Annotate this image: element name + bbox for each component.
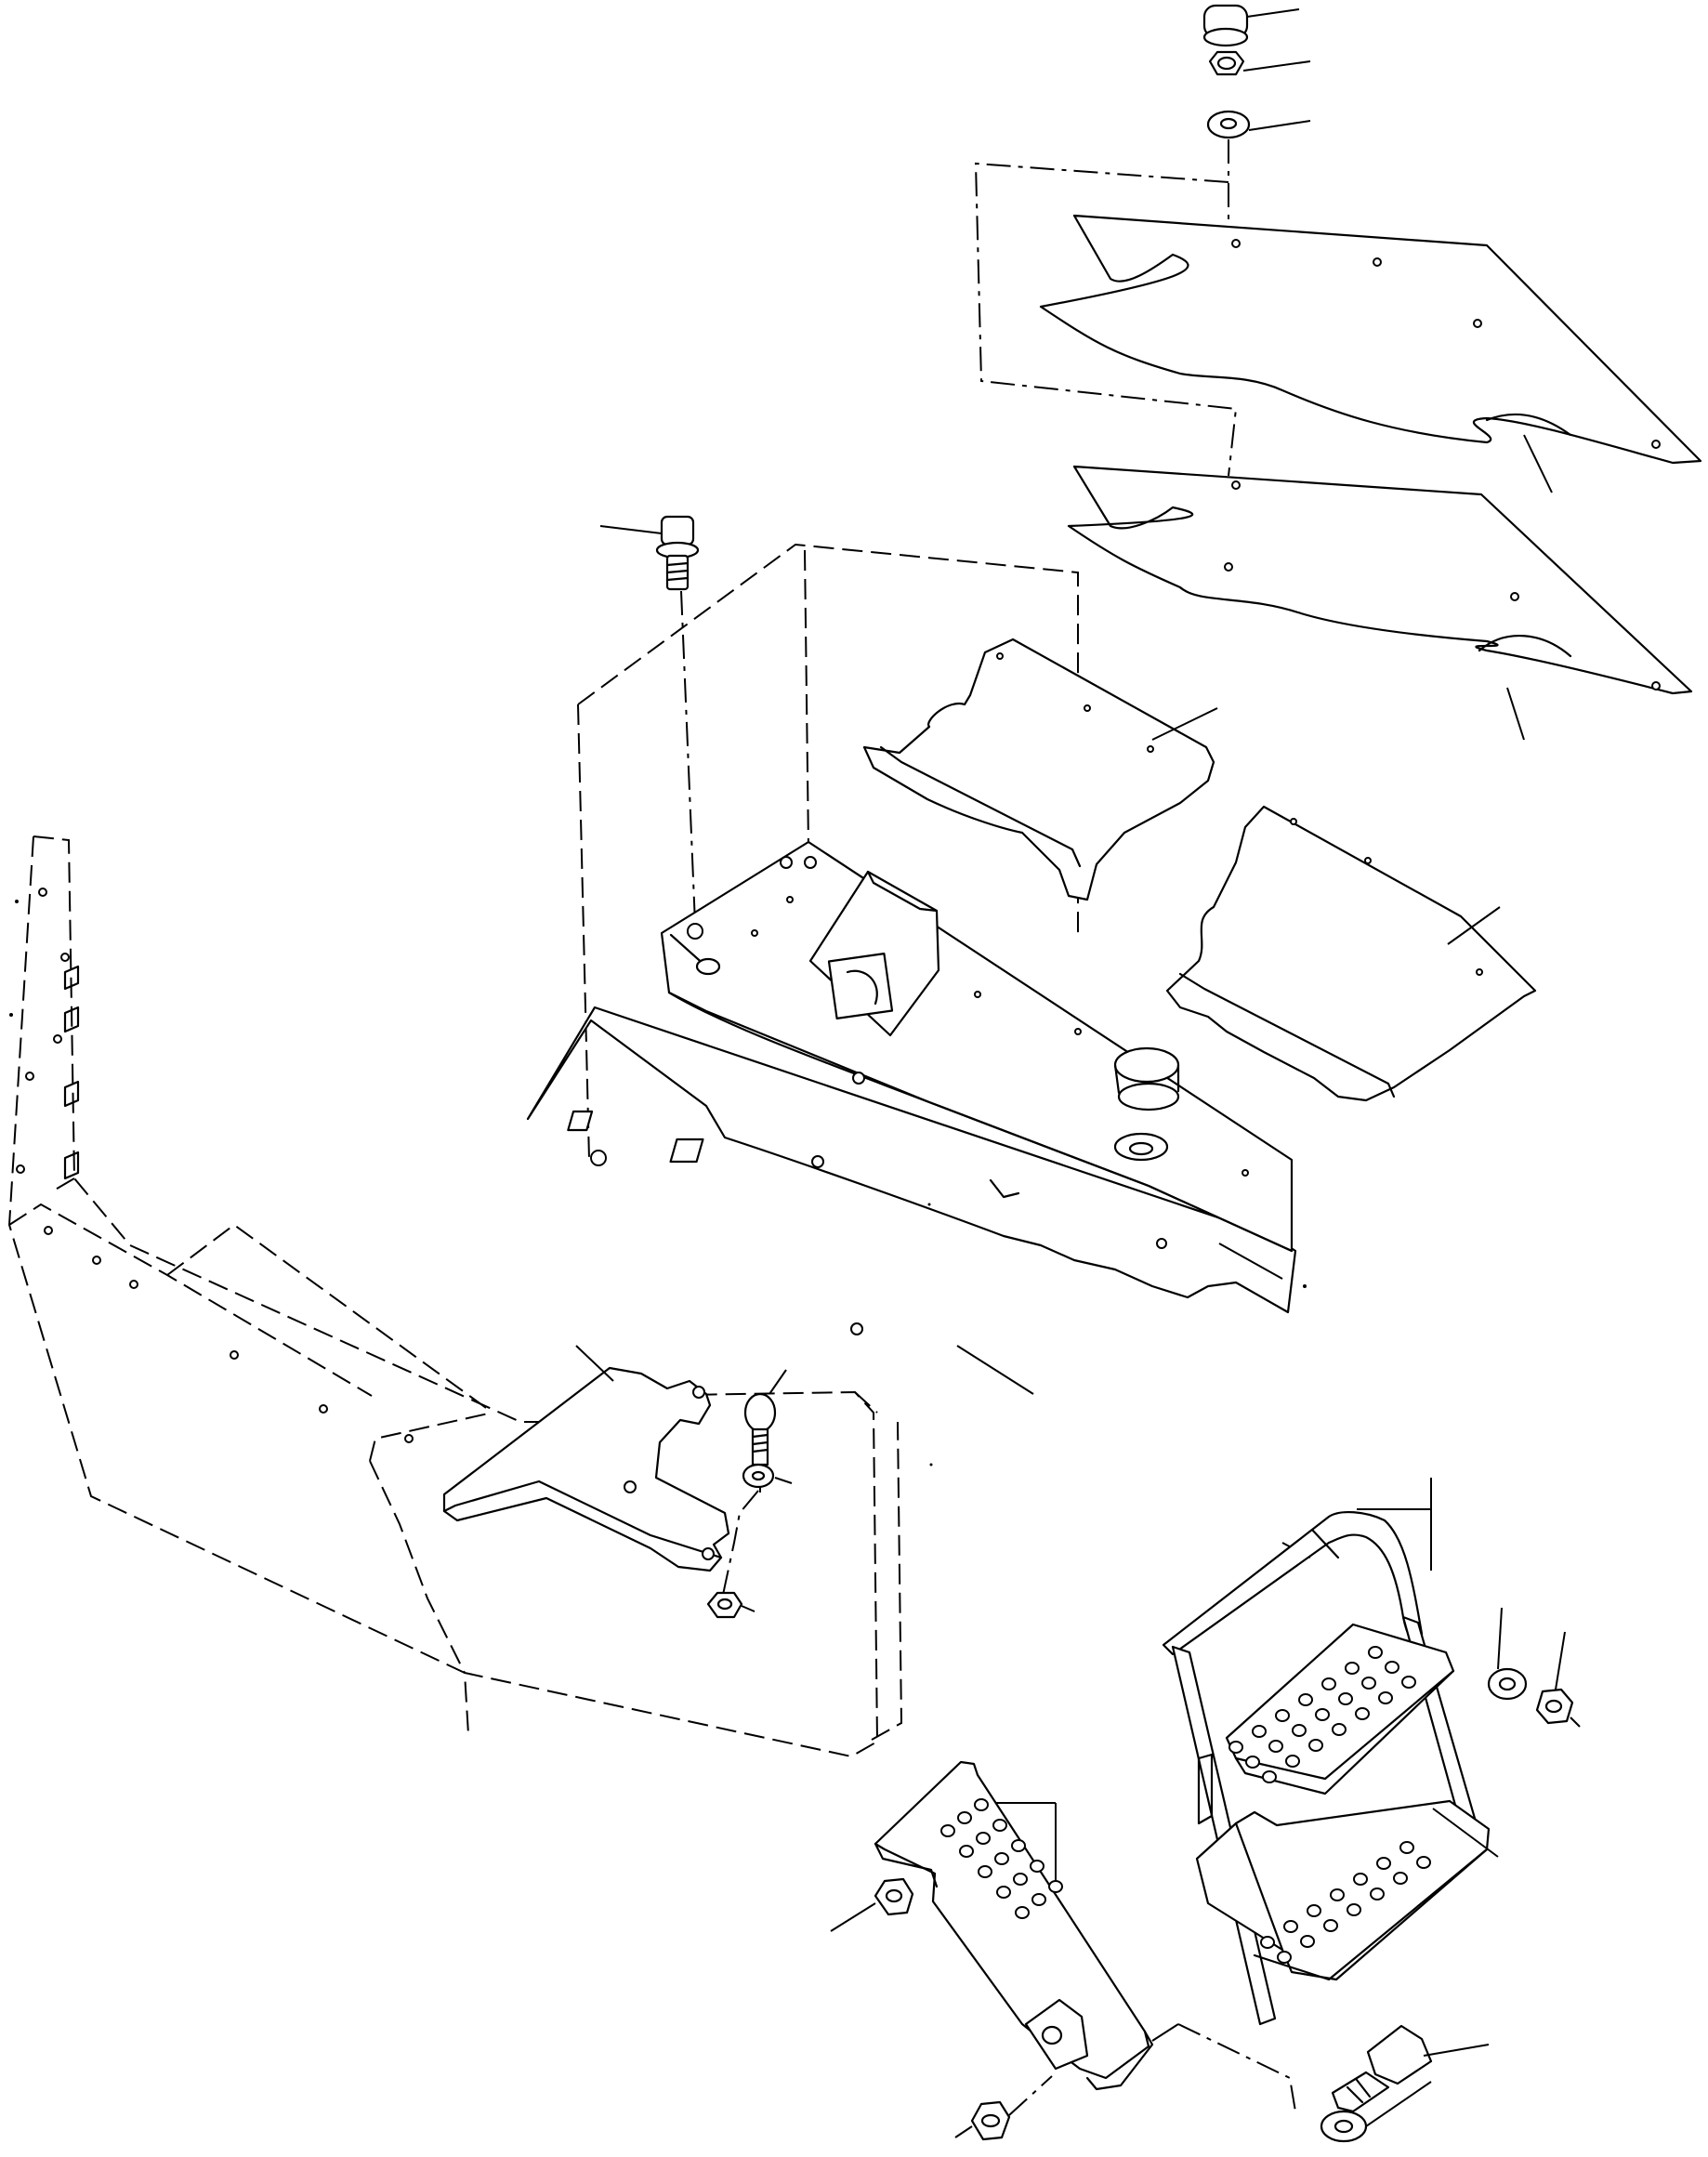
center-guide-line xyxy=(805,550,808,848)
tread-hole xyxy=(1347,1904,1360,1915)
step-bolt xyxy=(1333,2026,1489,2111)
tread-hole xyxy=(1276,1710,1289,1721)
tread-hole xyxy=(941,1825,954,1836)
tread-hole xyxy=(995,1853,1008,1864)
tread-hole xyxy=(1379,1692,1392,1703)
ladder-washer xyxy=(1489,1608,1526,1699)
tread-hole xyxy=(1417,1857,1430,1868)
tread-hole xyxy=(1307,1905,1320,1916)
step-tread-holes xyxy=(941,1799,1062,1918)
tread-hole xyxy=(1299,1694,1312,1705)
tread-hole xyxy=(993,1820,1006,1831)
small-bolt xyxy=(745,1370,786,1465)
left-guide-line xyxy=(578,704,589,1160)
tread-hole xyxy=(1339,1693,1352,1704)
tread-hole xyxy=(1402,1677,1415,1688)
bracket-guide-line xyxy=(723,1491,758,1595)
tread-hole xyxy=(960,1846,973,1857)
single-step xyxy=(875,1762,1295,2111)
tread-hole xyxy=(1278,1952,1291,1963)
tread-hole xyxy=(1049,1881,1062,1892)
scan-specks xyxy=(927,1203,1307,1466)
tread-hole xyxy=(1301,1936,1314,1947)
tread-hole xyxy=(1356,1708,1369,1719)
tread-hole xyxy=(1377,1858,1390,1869)
step-nut-left xyxy=(831,1879,913,1931)
tread-hole xyxy=(975,1799,988,1810)
tread-hole xyxy=(1032,1894,1045,1905)
lock-washer-top xyxy=(1208,112,1310,138)
tread-hole xyxy=(1354,1874,1367,1885)
bolt-guide-line xyxy=(681,591,695,924)
small-nut xyxy=(708,1593,755,1617)
tread-hole xyxy=(1014,1874,1027,1885)
tread-hole xyxy=(977,1833,990,1844)
tread-hole xyxy=(979,1866,992,1877)
step-ladder xyxy=(1163,1478,1498,2024)
tread-hole xyxy=(1246,1756,1259,1768)
tread-hole xyxy=(1394,1873,1407,1884)
tread-hole xyxy=(997,1887,1010,1898)
cap-nut xyxy=(1204,6,1299,46)
ladder-nut xyxy=(1537,1632,1580,1727)
tread-hole xyxy=(1371,1888,1384,1900)
tread-hole xyxy=(958,1812,971,1823)
tread-hole xyxy=(1386,1662,1399,1673)
tread-hole xyxy=(1263,1771,1276,1782)
step-washer xyxy=(1321,2082,1431,2141)
tread-hole xyxy=(1324,1920,1337,1931)
top-assembly-guide xyxy=(976,164,1236,476)
tread-hole xyxy=(1269,1741,1282,1752)
upper-cover-plate xyxy=(1041,216,1701,493)
tread-hole xyxy=(1293,1725,1306,1736)
tread-hole xyxy=(1400,1842,1413,1853)
mounting-bracket xyxy=(444,1346,729,1571)
tread-hole xyxy=(1309,1740,1322,1751)
lower-cover-plate xyxy=(1069,467,1691,740)
tread-hole xyxy=(1261,1937,1274,1948)
tread-hole xyxy=(1322,1678,1335,1690)
main-frame-plate xyxy=(528,842,1295,1394)
tread-hole xyxy=(1346,1663,1359,1674)
side-panel-upper xyxy=(864,639,1217,900)
side-panel-lower xyxy=(1167,807,1535,1100)
tread-hole xyxy=(1333,1724,1346,1735)
tread-hole xyxy=(1369,1647,1382,1658)
small-washer xyxy=(743,1465,792,1487)
tread-hole xyxy=(1253,1726,1266,1737)
tread-hole xyxy=(1362,1677,1375,1689)
hex-nut-top xyxy=(1210,52,1310,74)
ladder-tread-holes xyxy=(1229,1647,1430,1963)
step-nut-bottom xyxy=(955,2076,1052,2139)
tread-hole xyxy=(1316,1709,1329,1720)
tread-hole xyxy=(1284,1921,1297,1932)
tread-hole xyxy=(1331,1889,1344,1901)
tread-hole xyxy=(1286,1756,1299,1767)
tread-hole xyxy=(1229,1742,1242,1753)
tread-hole xyxy=(1012,1840,1025,1851)
tread-hole xyxy=(1016,1907,1029,1918)
tread-hole xyxy=(1031,1861,1044,1872)
flange-bolt xyxy=(600,517,698,589)
